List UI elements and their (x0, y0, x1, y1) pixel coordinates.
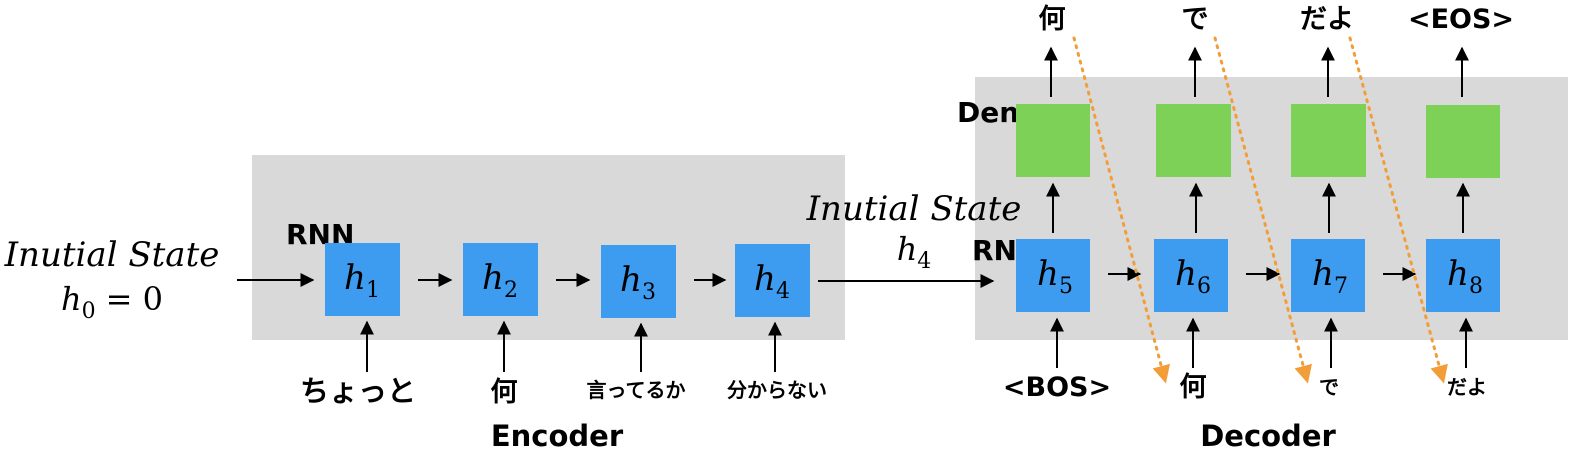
feedback-arrow-1 (1072, 36, 1170, 384)
decoder-output-token-2: で (1182, 4, 1209, 35)
h0-subscript: 0 (82, 299, 96, 324)
svg-text:h3: h3 (620, 260, 656, 305)
rnn-cell (735, 244, 810, 317)
decoder-output-token-4: <EOS> (1408, 4, 1514, 35)
encoder-input-token-2: 何 (491, 377, 518, 408)
dense-cell-4 (1426, 105, 1500, 178)
svg-text:h2: h2 (482, 258, 518, 303)
decoder-input-token-5: <BOS> (1003, 372, 1111, 403)
rnn-cell (1016, 239, 1090, 312)
bridge-initial-state-title: Inutial State (806, 189, 1022, 229)
decoder-cell-5: h5 (1016, 239, 1090, 312)
rnn-cell (1426, 239, 1500, 312)
encoder-label: Encoder (491, 419, 624, 453)
bridge-h4: h4 (897, 230, 932, 274)
rnn-cell (463, 243, 538, 316)
decoder-output-token-3: だよ (1300, 4, 1354, 35)
encoder-cell-2: h2 (463, 243, 538, 316)
decoder-cell-6: h6 (1154, 239, 1228, 312)
rnn-cell (1154, 239, 1228, 312)
decoder-input-token-7: で (1319, 375, 1339, 399)
rnn-cell (325, 243, 400, 316)
decoder-input-token-6: 何 (1180, 372, 1207, 403)
encoder-initial-state: Inutial State h0 = 0 (4, 235, 220, 324)
encoder-cell-3: h3 (601, 245, 676, 318)
h0-value: = 0 (106, 280, 163, 318)
svg-text:h6: h6 (1175, 254, 1211, 299)
encoder-cell-1: h1 (325, 243, 400, 316)
h0-letter: h (61, 280, 82, 318)
encoder-input-token-4: 分からない (727, 378, 827, 402)
rnn-cell (601, 245, 676, 318)
encoder-cell-4: h4 (735, 244, 810, 317)
decoder-label: Decoder (1200, 419, 1336, 453)
rnn-cell (1291, 239, 1365, 312)
decoder-output-token-1: 何 (1039, 4, 1066, 35)
decoder-cell-7: h7 (1291, 239, 1365, 312)
decoder-cell-8: h8 (1426, 239, 1500, 312)
svg-text:h5: h5 (1037, 254, 1073, 299)
svg-text:h8: h8 (1447, 254, 1483, 299)
encoder-input-token-1: ちょっと (300, 374, 416, 408)
encoder-initial-state-title: Inutial State (4, 235, 220, 275)
svg-text:h1: h1 (344, 258, 380, 303)
encoder-input-token-3: 言ってるか (587, 378, 686, 402)
feedback-arrow-3 (1348, 36, 1448, 384)
feedback-arrow-2 (1213, 36, 1312, 384)
svg-text:h0= 0: h0 = 0 (61, 280, 163, 324)
svg-text:h7: h7 (1312, 254, 1348, 299)
svg-text:h4: h4 (754, 259, 790, 304)
dense-cell-3 (1291, 104, 1366, 177)
decoder-input-token-8: だよ (1447, 375, 1487, 399)
dense-cell-2 (1156, 104, 1231, 177)
dense-cell-1 (1016, 104, 1090, 177)
